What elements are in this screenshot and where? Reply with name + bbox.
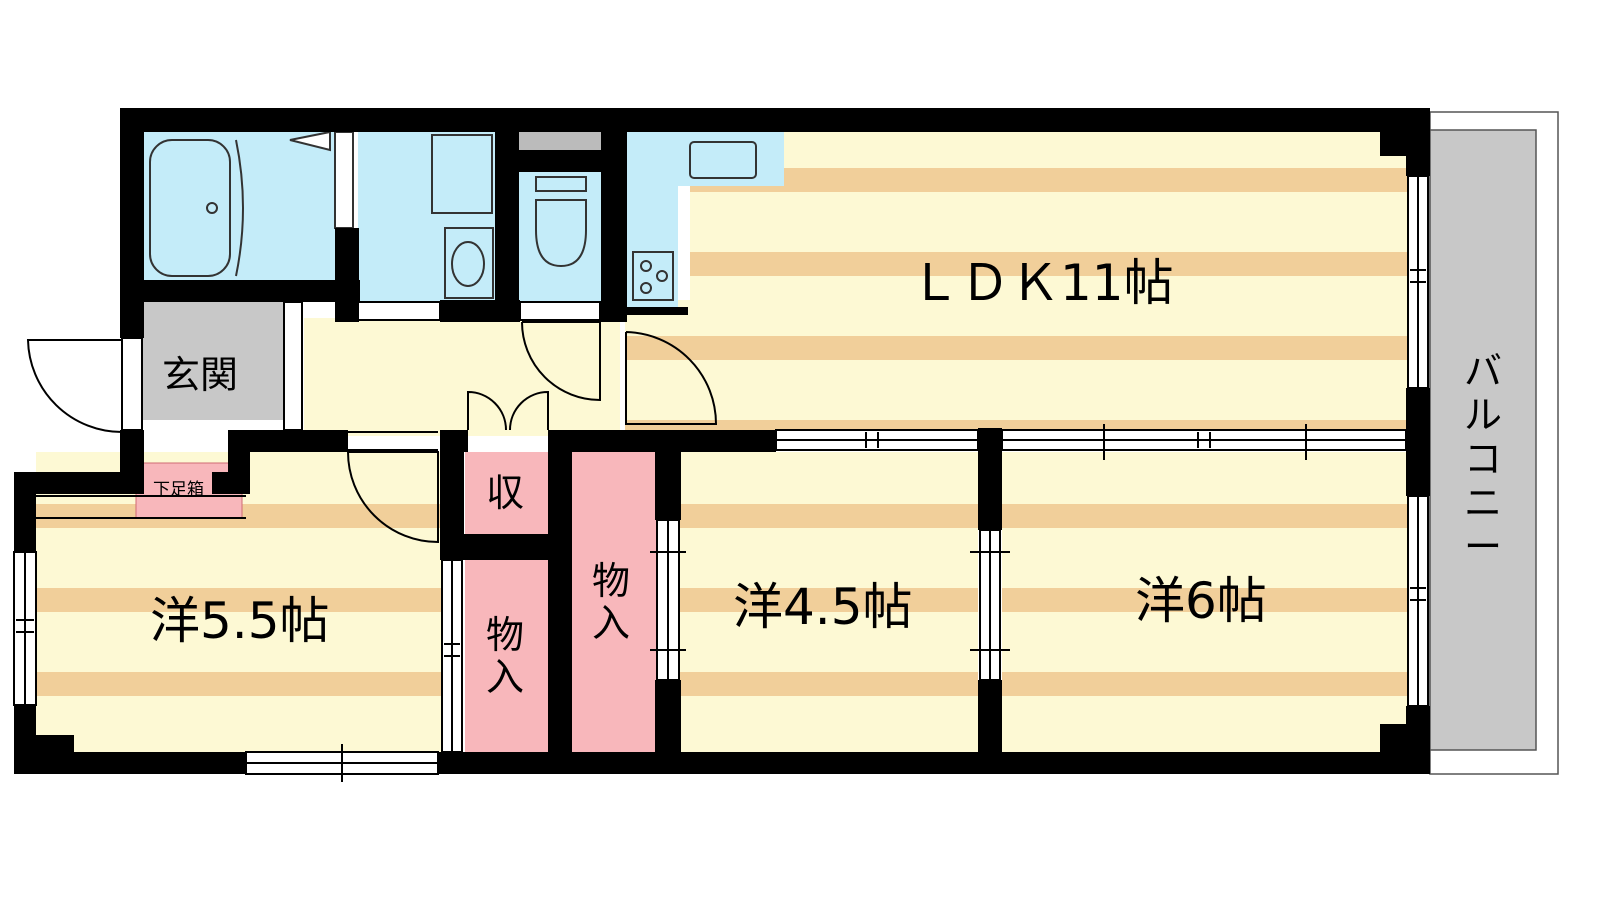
wall-left-upper — [120, 108, 144, 338]
wall-storage-mid — [548, 430, 572, 774]
storage-door-left — [467, 390, 507, 431]
bathtub — [149, 139, 231, 277]
bath-curve — [235, 139, 244, 277]
ldk-floor-lower — [625, 300, 1415, 432]
wall-wash-bottom — [440, 300, 520, 322]
wall-bath-bottom — [120, 280, 360, 302]
room-west-6-floor — [1002, 452, 1408, 752]
wall-kitchen-stub — [626, 307, 688, 315]
washbasin — [444, 227, 494, 299]
burner-3 — [640, 282, 652, 294]
washroom-door — [357, 301, 441, 321]
wall-storage-divide — [440, 534, 572, 560]
wall-room55-top — [14, 472, 144, 494]
closet-a-floor — [465, 560, 551, 752]
wall-right-top — [1406, 108, 1430, 176]
kitchen-sink — [689, 141, 757, 179]
burner-2 — [656, 270, 668, 282]
wall-bottom-right — [438, 752, 1430, 774]
wall-room55-left — [14, 472, 36, 552]
floor-fills — [36, 111, 1559, 775]
washroom-floor — [358, 132, 496, 302]
label-closet-b-1: 物 — [592, 559, 630, 603]
label-balcony-2: ル — [1464, 393, 1502, 437]
stove — [632, 251, 674, 301]
label-closet-a-1: 物 — [486, 613, 524, 657]
closet-b-floor — [572, 452, 656, 752]
wall-corner-br — [1380, 724, 1408, 754]
wall-room45-6 — [978, 450, 1002, 530]
label-entrance: 玄関 — [162, 353, 238, 397]
hallway-floor — [304, 318, 620, 436]
label-west-55: 洋5.5帖 — [150, 592, 330, 650]
washbasin-bowl — [451, 241, 485, 287]
label-balcony-5: ー — [1464, 525, 1502, 569]
bathtub-drain — [206, 202, 218, 214]
room55-door-swing — [347, 451, 439, 544]
wall-top — [120, 108, 1430, 132]
wall-mid-h2 — [548, 430, 776, 452]
label-storage-small: 収 — [486, 471, 524, 515]
toilet-floor — [518, 172, 602, 302]
storage-small-floor — [465, 452, 551, 534]
balcony-inner — [1429, 129, 1537, 751]
fixtures — [149, 130, 757, 301]
ldk-door-swing — [625, 331, 718, 425]
wall-closet-right — [655, 450, 681, 520]
wall-right-bot — [1406, 706, 1430, 774]
wall-bottom-left — [14, 752, 246, 774]
entrance-door-frame — [121, 337, 143, 431]
toilet-door-frame — [519, 301, 601, 321]
wall-wash-toilet — [495, 108, 519, 322]
wall-left-lower — [120, 430, 144, 476]
wall-entrance-bottom — [228, 430, 348, 452]
toilet-tank — [535, 176, 587, 192]
room-labels: ＬＤＫ11帖 玄関 下足箱 洋5.5帖 洋4.5帖 洋6帖 収 物 入 物 入 … — [150, 254, 1502, 699]
wall-room45-6b — [978, 680, 1002, 774]
doors — [26, 321, 718, 544]
wall-toilet-kitchen — [601, 108, 627, 322]
label-west-6: 洋6帖 — [1135, 572, 1267, 630]
wall-entrance-shoe — [212, 472, 250, 494]
wall-mid-pillar2 — [1406, 428, 1430, 452]
toilet-bowl — [535, 199, 587, 268]
window-ticks — [16, 269, 1426, 782]
wall-mid-pillar — [978, 428, 1002, 452]
wall-bath-wash — [335, 228, 359, 322]
label-west-45: 洋4.5帖 — [733, 578, 913, 636]
wall-corner-tr — [1380, 130, 1408, 156]
label-balcony-4: ニ — [1464, 481, 1502, 525]
label-closet-b-2: 入 — [592, 601, 630, 645]
entrance-floor — [143, 302, 283, 420]
walls — [14, 108, 1430, 774]
washing-machine — [431, 134, 493, 214]
hall-door-swing — [521, 321, 601, 402]
front-door-swing — [26, 339, 123, 433]
wall-toilet-top — [518, 150, 602, 172]
shower-wedge — [289, 130, 331, 152]
wall-closet-right2 — [655, 680, 681, 774]
label-closet-a-2: 入 — [486, 655, 524, 699]
label-ldk: ＬＤＫ11帖 — [910, 254, 1174, 312]
shower-wall — [334, 131, 354, 229]
toilet-top-strip — [518, 132, 602, 150]
label-balcony-1: バ — [1464, 349, 1502, 393]
storage-door-right — [509, 390, 549, 431]
room-west-45-floor — [680, 452, 978, 752]
label-balcony-3: コ — [1464, 437, 1502, 481]
burner-1 — [640, 260, 652, 272]
label-shoe-box: 下足箱 — [153, 480, 204, 500]
entrance-window — [283, 301, 303, 431]
